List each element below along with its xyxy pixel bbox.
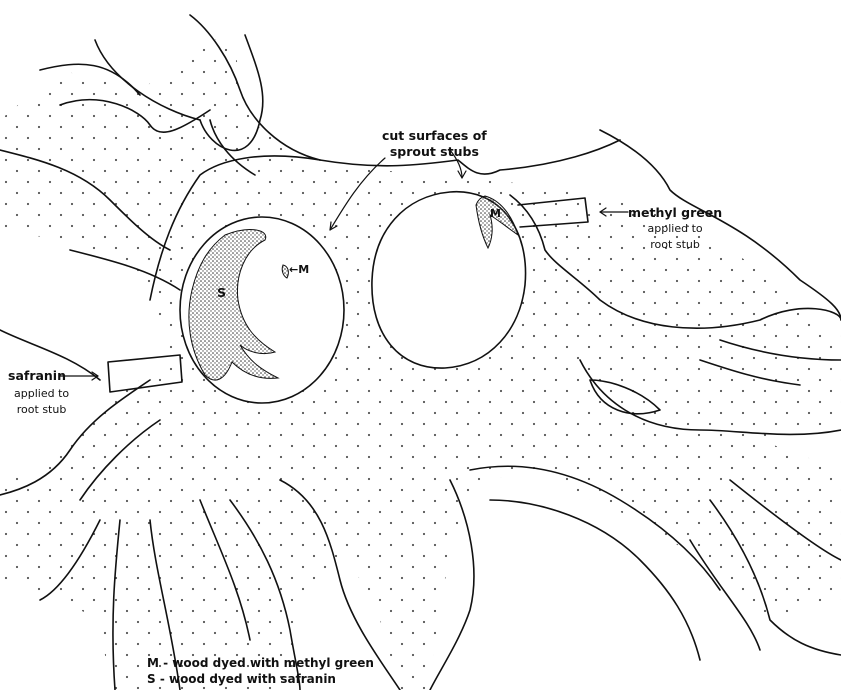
stain-s-label: S (217, 285, 226, 301)
cut-surfaces-line-2: sprout stubs (382, 144, 487, 160)
methyl-green-line-2: applied to (628, 221, 722, 237)
safranin-line-1: safranin (8, 368, 66, 384)
cut-surfaces-label: cut surfaces of sprout stubs (382, 128, 487, 160)
safranin-line-2: applied to (14, 386, 69, 402)
cut-surfaces-line-1: cut surfaces of (382, 128, 487, 144)
stain-m-pointer-label: ←M (289, 262, 309, 278)
left-sprout-stub (180, 217, 344, 403)
methyl-green-label: methyl green applied to root stub (628, 205, 722, 253)
legend-methyl-green: M - wood dyed with methyl green (147, 656, 374, 670)
safranin-line-3: root stub (14, 402, 69, 418)
methyl-green-line-1: methyl green (628, 205, 722, 221)
safranin-label: safranin (8, 368, 66, 384)
methyl-green-line-3: root stub (628, 237, 722, 253)
legend-safranin: S - wood dyed with safranin (147, 672, 336, 686)
stain-m-label: M (490, 206, 501, 222)
safranin-applied-label: applied to root stub (14, 386, 69, 418)
